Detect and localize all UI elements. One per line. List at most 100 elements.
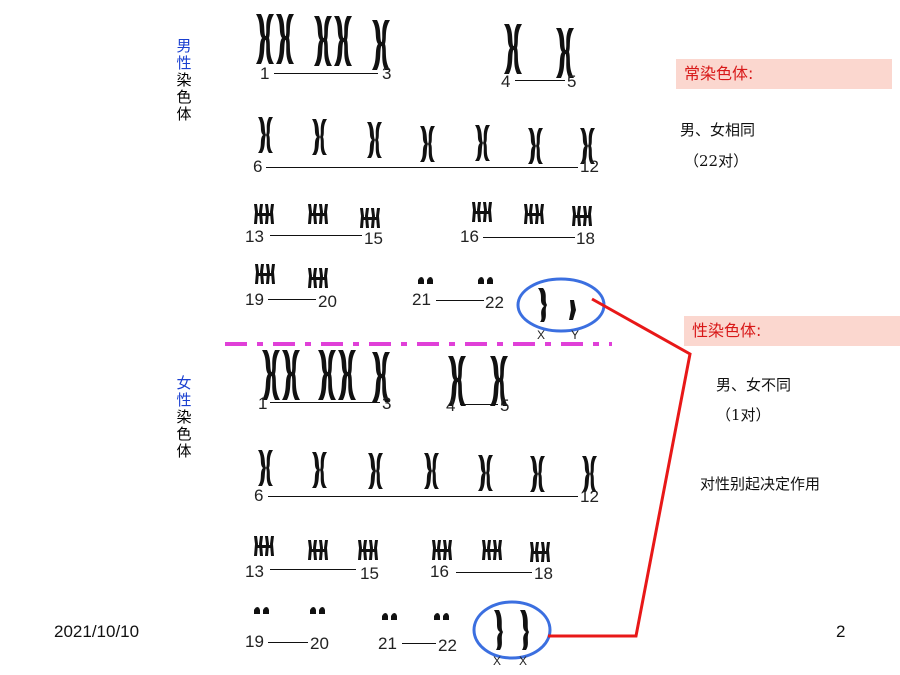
male-chromosome-label: 男 性 染 色 体 xyxy=(174,38,194,123)
page-number: 2 xyxy=(836,622,846,641)
female-group1-line xyxy=(270,402,380,403)
female-group6-line xyxy=(268,642,308,643)
chromosome-pair xyxy=(276,14,294,64)
female-group4-start: 13 xyxy=(245,562,264,581)
sex-chromosome-count: （1对） xyxy=(716,406,771,424)
male-group3-start: 6 xyxy=(253,157,263,176)
male-group2-end: 5 xyxy=(567,72,577,91)
male-label-char: 染 xyxy=(176,71,192,89)
male-group3-line xyxy=(266,167,578,168)
female-group4-line xyxy=(270,569,356,570)
male-label-char: 色 xyxy=(176,88,192,106)
male-group7-end: 22 xyxy=(485,293,504,312)
chromosome-pair xyxy=(556,28,574,78)
female-group1-end: 3 xyxy=(382,394,392,413)
chromosome-pair xyxy=(478,455,493,491)
chromosome-pair xyxy=(360,208,380,228)
chromosome-pair xyxy=(382,613,397,620)
chromosome-pair xyxy=(334,16,352,66)
sex-chromosome-badge: 性染色体: xyxy=(684,316,900,346)
female-chromosome-label: 女 性 染 色 体 xyxy=(174,375,194,460)
female-label-char: 性 xyxy=(176,391,192,409)
female-group2-start: 4 xyxy=(446,396,456,415)
male-group1-start: 1 xyxy=(260,64,270,83)
chromosome-pair xyxy=(254,536,274,556)
chromosome-pair xyxy=(530,542,550,562)
autosome-count: （22对） xyxy=(684,152,749,170)
male-sex-x-label: X xyxy=(537,328,546,342)
male-group6-start: 19 xyxy=(245,290,264,309)
chromosome-pair xyxy=(482,540,502,560)
chromosome-pair xyxy=(308,204,328,224)
chromosome-pair xyxy=(255,264,275,284)
sex-chromosome-description: 男、女不同 xyxy=(716,376,792,394)
sex-chromosome-connector xyxy=(548,297,692,638)
chromosome-pair xyxy=(530,456,545,492)
chromosome-pair xyxy=(418,277,433,284)
female-group1-start: 1 xyxy=(258,394,268,413)
male-group7-line xyxy=(436,300,484,301)
chromosome-pair xyxy=(472,202,492,222)
female-group3-line xyxy=(268,496,578,497)
chromosome-pair xyxy=(572,206,592,226)
male-group1-end: 3 xyxy=(382,64,392,83)
male-group5-start: 16 xyxy=(460,227,479,246)
chromosome-pair xyxy=(372,20,390,70)
male-sex-chromosome-circle xyxy=(516,277,606,333)
sex-chromosome-role: 对性别起决定作用 xyxy=(700,475,821,493)
female-group5-line xyxy=(456,572,532,573)
chromosome-pair xyxy=(432,540,452,560)
male-group1-line xyxy=(274,73,378,74)
male-sex-y-label: Y xyxy=(571,328,580,342)
chromosome-pair xyxy=(258,117,273,153)
male-group4-start: 13 xyxy=(245,227,264,246)
female-sex-x2-label: X xyxy=(519,654,528,668)
female-group6-end: 20 xyxy=(310,634,329,653)
chromosome-pair xyxy=(434,613,449,620)
chromosome-pair xyxy=(308,268,328,288)
female-group2-line xyxy=(460,404,498,405)
chromosome-pair xyxy=(312,119,327,155)
male-label-char: 体 xyxy=(176,105,192,123)
autosome-badge: 常染色体: xyxy=(676,59,892,89)
chromosome-pair xyxy=(424,453,439,489)
female-group5-start: 16 xyxy=(430,562,449,581)
male-group6-line xyxy=(268,299,316,300)
female-sex-x1-label: X xyxy=(493,654,502,668)
male-label-char: 男 xyxy=(176,37,192,55)
female-group5-end: 18 xyxy=(534,564,553,583)
male-group4-end: 15 xyxy=(364,229,383,248)
chromosome-pair xyxy=(282,350,300,400)
male-group3-end: 12 xyxy=(580,157,599,176)
chromosome-pair xyxy=(420,126,435,162)
male-group4-line xyxy=(270,235,362,236)
chromosome-pair xyxy=(367,122,382,158)
female-group7-start: 21 xyxy=(378,634,397,653)
chromosome-pair xyxy=(528,128,543,164)
female-group3-end: 12 xyxy=(580,487,599,506)
female-group2-end: 5 xyxy=(500,396,510,415)
male-group7-start: 21 xyxy=(412,290,431,309)
chromosome-pair xyxy=(308,540,328,560)
chromosome-pair xyxy=(318,350,336,400)
chromosome-pair xyxy=(478,277,493,284)
female-sex-chromosome-circle xyxy=(472,600,552,660)
chromosome-pair xyxy=(368,453,383,489)
autosome-description: 男、女相同 xyxy=(680,121,756,139)
chromosome-pair xyxy=(338,350,356,400)
female-group3-start: 6 xyxy=(254,486,264,505)
chromosome-pair xyxy=(504,24,522,74)
chromosome-pair xyxy=(254,204,274,224)
chromosome-pair xyxy=(475,125,490,161)
male-group2-start: 4 xyxy=(501,72,511,91)
chromosome-pair xyxy=(258,450,273,486)
female-group4-end: 15 xyxy=(360,564,379,583)
chromosome-pair xyxy=(312,452,327,488)
female-label-char: 体 xyxy=(176,442,192,460)
footer-date: 2021/10/10 xyxy=(54,622,140,641)
chromosome-pair xyxy=(524,204,544,224)
male-group5-line xyxy=(483,237,575,238)
female-group7-line xyxy=(402,643,436,644)
chromosome-pair xyxy=(314,16,332,66)
